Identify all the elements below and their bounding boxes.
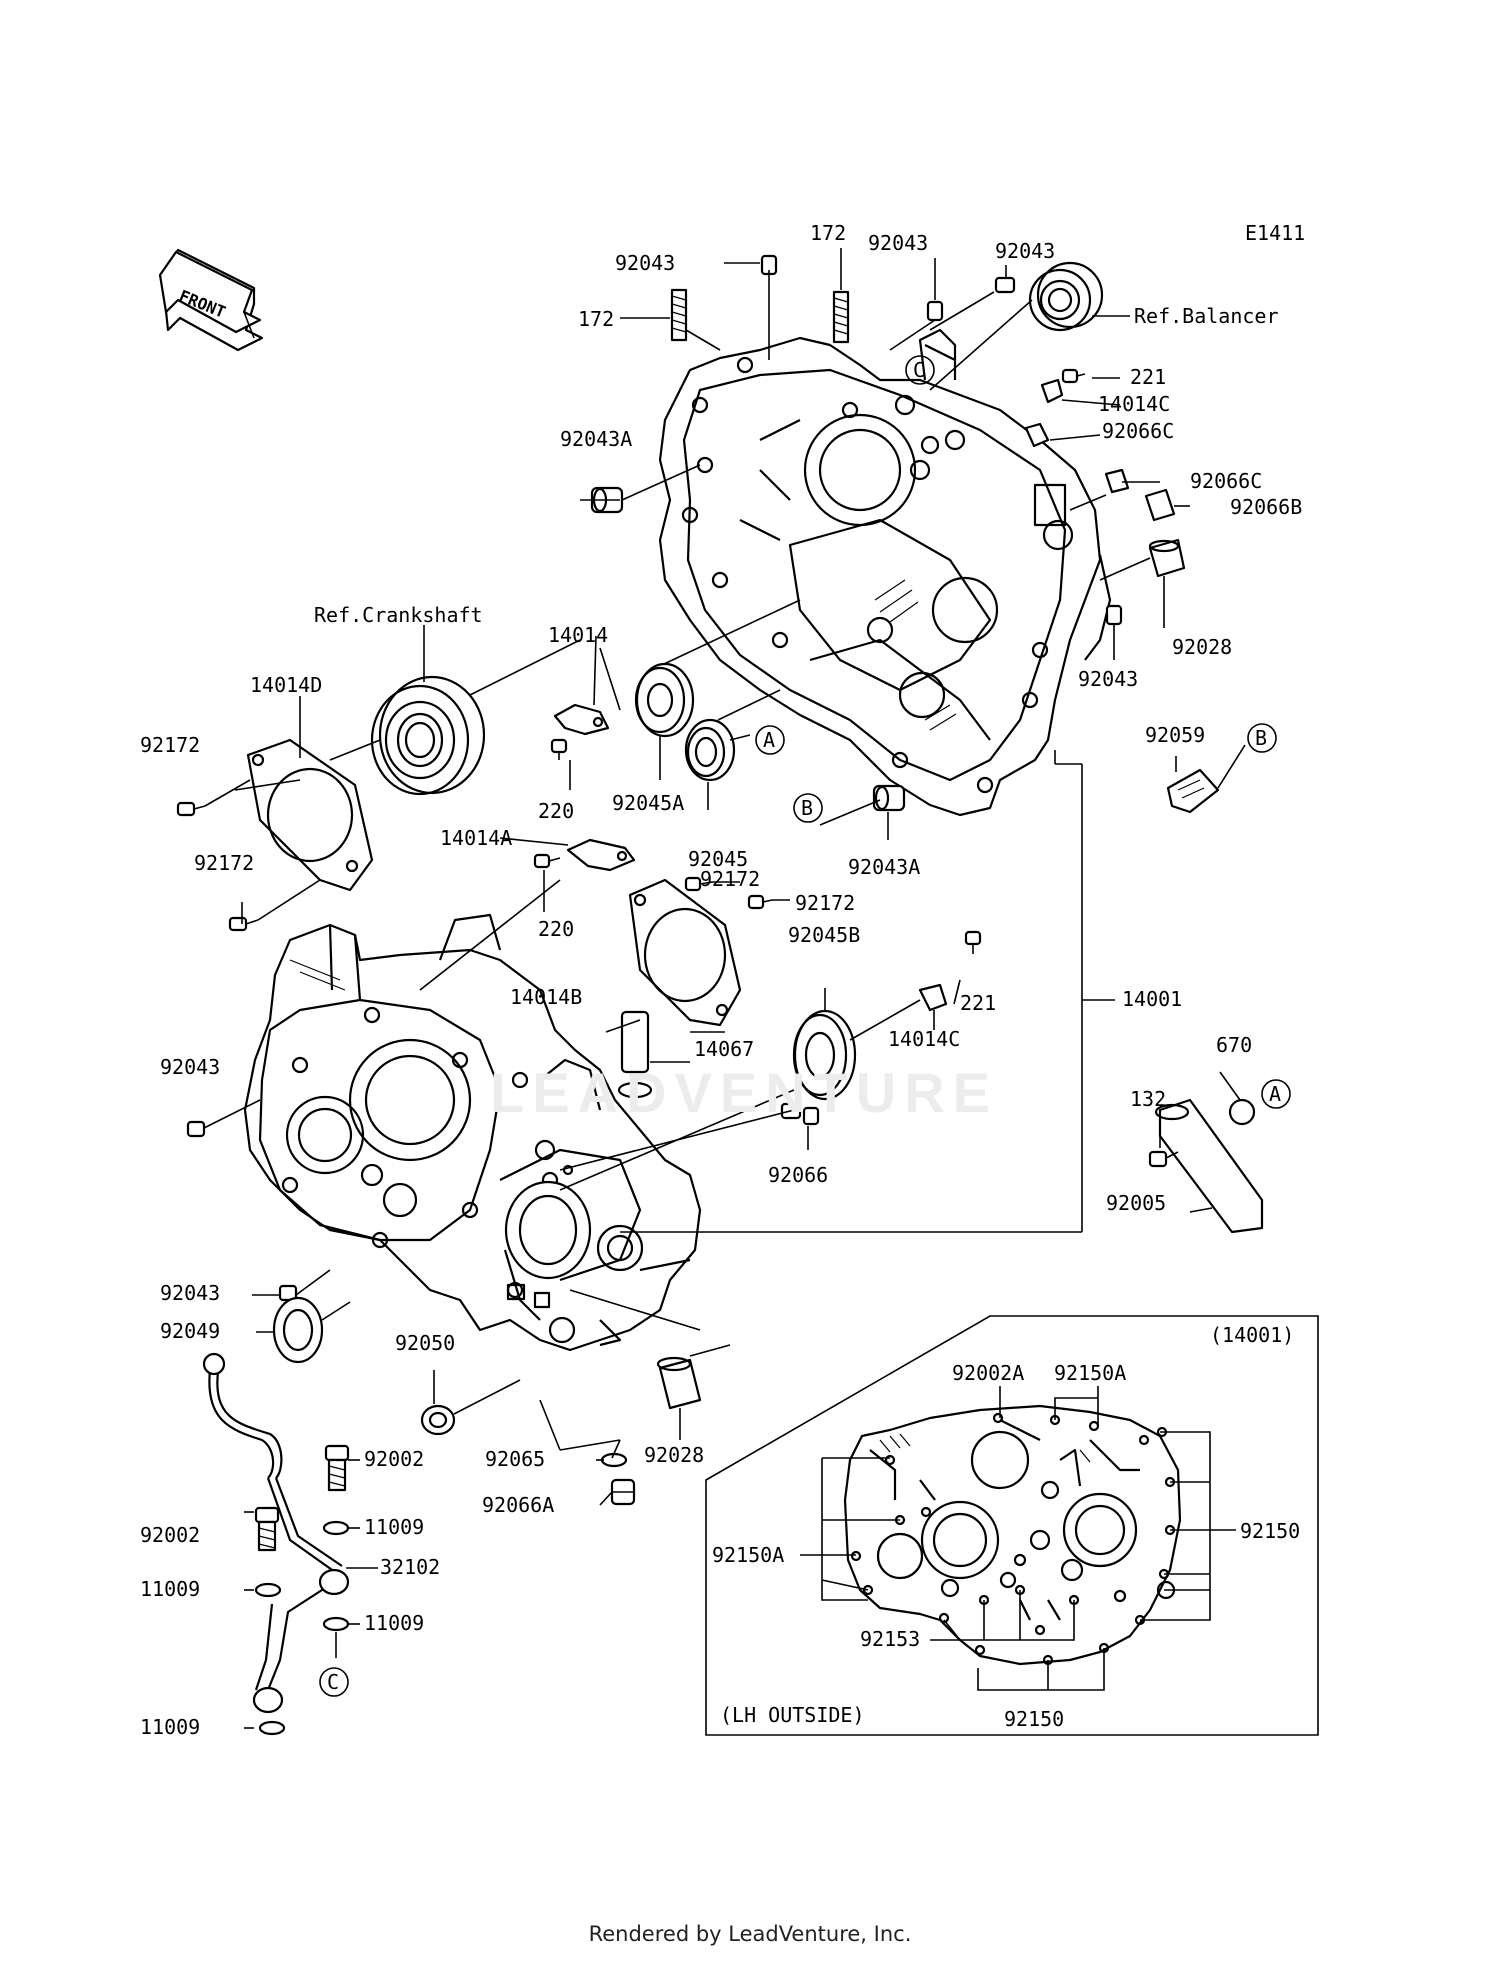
bearing-92045A xyxy=(634,662,695,738)
diagram-id: E1411 xyxy=(1245,221,1305,245)
part-labels: 92043 172 92043 92043 172 221 14014C 920… xyxy=(140,221,1302,1739)
part-label: 172 xyxy=(578,307,614,331)
bearing-crankshaft-ref xyxy=(370,675,486,796)
left-crankcase-half xyxy=(243,913,702,1352)
callout-c-top: C xyxy=(905,355,935,385)
part-label: 32102 xyxy=(380,1555,440,1579)
part-label: 172 xyxy=(810,221,846,245)
part-label: 92028 xyxy=(644,1443,704,1467)
callout-a-right: A xyxy=(1261,1079,1291,1109)
front-arrow-icon: FRONT xyxy=(158,248,264,352)
part-label: 92059 xyxy=(1145,723,1205,747)
part-label: 92043 xyxy=(1078,667,1138,691)
part-label: 670 xyxy=(1216,1033,1252,1057)
part-label: 92028 xyxy=(1172,635,1232,659)
part-label: 92172 xyxy=(194,851,254,875)
part-label: 92005 xyxy=(1106,1191,1166,1215)
inset-label: 92002A xyxy=(952,1361,1024,1385)
svg-text:B: B xyxy=(801,796,813,820)
part-label: 92172 xyxy=(700,867,760,891)
part-label: 220 xyxy=(538,917,574,941)
part-label: 92043 xyxy=(615,251,675,275)
part-label: 92002 xyxy=(140,1523,200,1547)
bearing-92045B xyxy=(792,1009,857,1101)
inset-label: 92150 xyxy=(1240,1519,1300,1543)
part-label: 92050 xyxy=(395,1331,455,1355)
part-label: Ref.Crankshaft xyxy=(314,603,483,627)
part-label: 14014A xyxy=(440,826,512,850)
bearing-92045 xyxy=(684,718,736,782)
leader-lines xyxy=(203,248,1246,1729)
callout-b-right: B xyxy=(1247,723,1277,753)
callout-b-mid: B xyxy=(793,793,823,823)
part-label: 92066B xyxy=(1230,495,1302,519)
part-label: 92043A xyxy=(848,855,920,879)
svg-text:C: C xyxy=(327,1670,339,1694)
part-label: 92043 xyxy=(160,1055,220,1079)
inset-label: 92150A xyxy=(712,1543,784,1567)
part-label: 92043 xyxy=(995,239,1055,263)
plate-14014 xyxy=(553,703,610,736)
part-label: 132 xyxy=(1130,1087,1166,1111)
clip-14014C-upper xyxy=(1040,378,1064,404)
bearing-balancer-right xyxy=(1028,261,1104,332)
part-label: 92045B xyxy=(788,923,860,947)
plate-14014A xyxy=(566,838,636,872)
part-label: 221 xyxy=(1130,365,1166,389)
fasteners xyxy=(176,254,1264,1506)
part-label: 14014B xyxy=(510,985,582,1009)
part-label: 92172 xyxy=(140,733,200,757)
clip-14014C-lower xyxy=(918,983,948,1012)
part-label: 92045A xyxy=(612,791,684,815)
part-label: 11009 xyxy=(364,1515,424,1539)
footer-credit: Rendered by LeadVenture, Inc. xyxy=(588,1922,912,1946)
part-label: 220 xyxy=(538,799,574,823)
inset-lh-outside: (14001) (LH OUTSIDE) xyxy=(705,1315,1319,1736)
inset-label: 92150 xyxy=(1004,1707,1064,1731)
part-label: 92045 xyxy=(688,847,748,871)
part-label: 92065 xyxy=(485,1447,545,1471)
part-label: 14001 xyxy=(1122,987,1182,1011)
svg-text:B: B xyxy=(1255,726,1267,750)
plate-14014D xyxy=(246,738,374,892)
part-label: 92066C xyxy=(1190,469,1262,493)
part-label: 92002 xyxy=(364,1447,424,1471)
part-label: 92066A xyxy=(482,1493,554,1517)
right-crankcase-half xyxy=(658,328,1112,817)
part-label: 11009 xyxy=(140,1577,200,1601)
callout-c-bottom: C xyxy=(319,1667,349,1697)
part-label: 92049 xyxy=(160,1319,220,1343)
svg-text:C: C xyxy=(913,358,925,382)
inset-title: (14001) xyxy=(1210,1323,1294,1347)
part-label: 14014C xyxy=(888,1027,960,1051)
part-label: 92043 xyxy=(160,1281,220,1305)
part-label: 92066 xyxy=(768,1163,828,1187)
part-label: 92043 xyxy=(868,231,928,255)
part-label: 11009 xyxy=(364,1611,424,1635)
svg-text:A: A xyxy=(1269,1082,1281,1106)
plate-14014B xyxy=(628,878,742,1027)
part-label: 14014C xyxy=(1098,392,1170,416)
part-label: 14067 xyxy=(694,1037,754,1061)
part-label: 92066C xyxy=(1102,419,1174,443)
part-label: 92172 xyxy=(795,891,855,915)
part-label: 221 xyxy=(960,991,996,1015)
svg-text:A: A xyxy=(763,728,775,752)
part-label: 11009 xyxy=(140,1715,200,1739)
inset-caption: (LH OUTSIDE) xyxy=(720,1703,865,1727)
oil-pipe-32102 xyxy=(202,1352,350,1736)
part-label: 92043A xyxy=(560,427,632,451)
part-label: 14014 xyxy=(548,623,608,647)
inset-label: 92150A xyxy=(1054,1361,1126,1385)
ref-balancer-label: Ref.Balancer xyxy=(1134,304,1279,328)
watermark-text: LEADVENTURE xyxy=(490,1061,999,1124)
inset-label: 92153 xyxy=(860,1627,920,1651)
part-label: 14014D xyxy=(250,673,322,697)
callout-a-mid: A xyxy=(755,725,785,755)
